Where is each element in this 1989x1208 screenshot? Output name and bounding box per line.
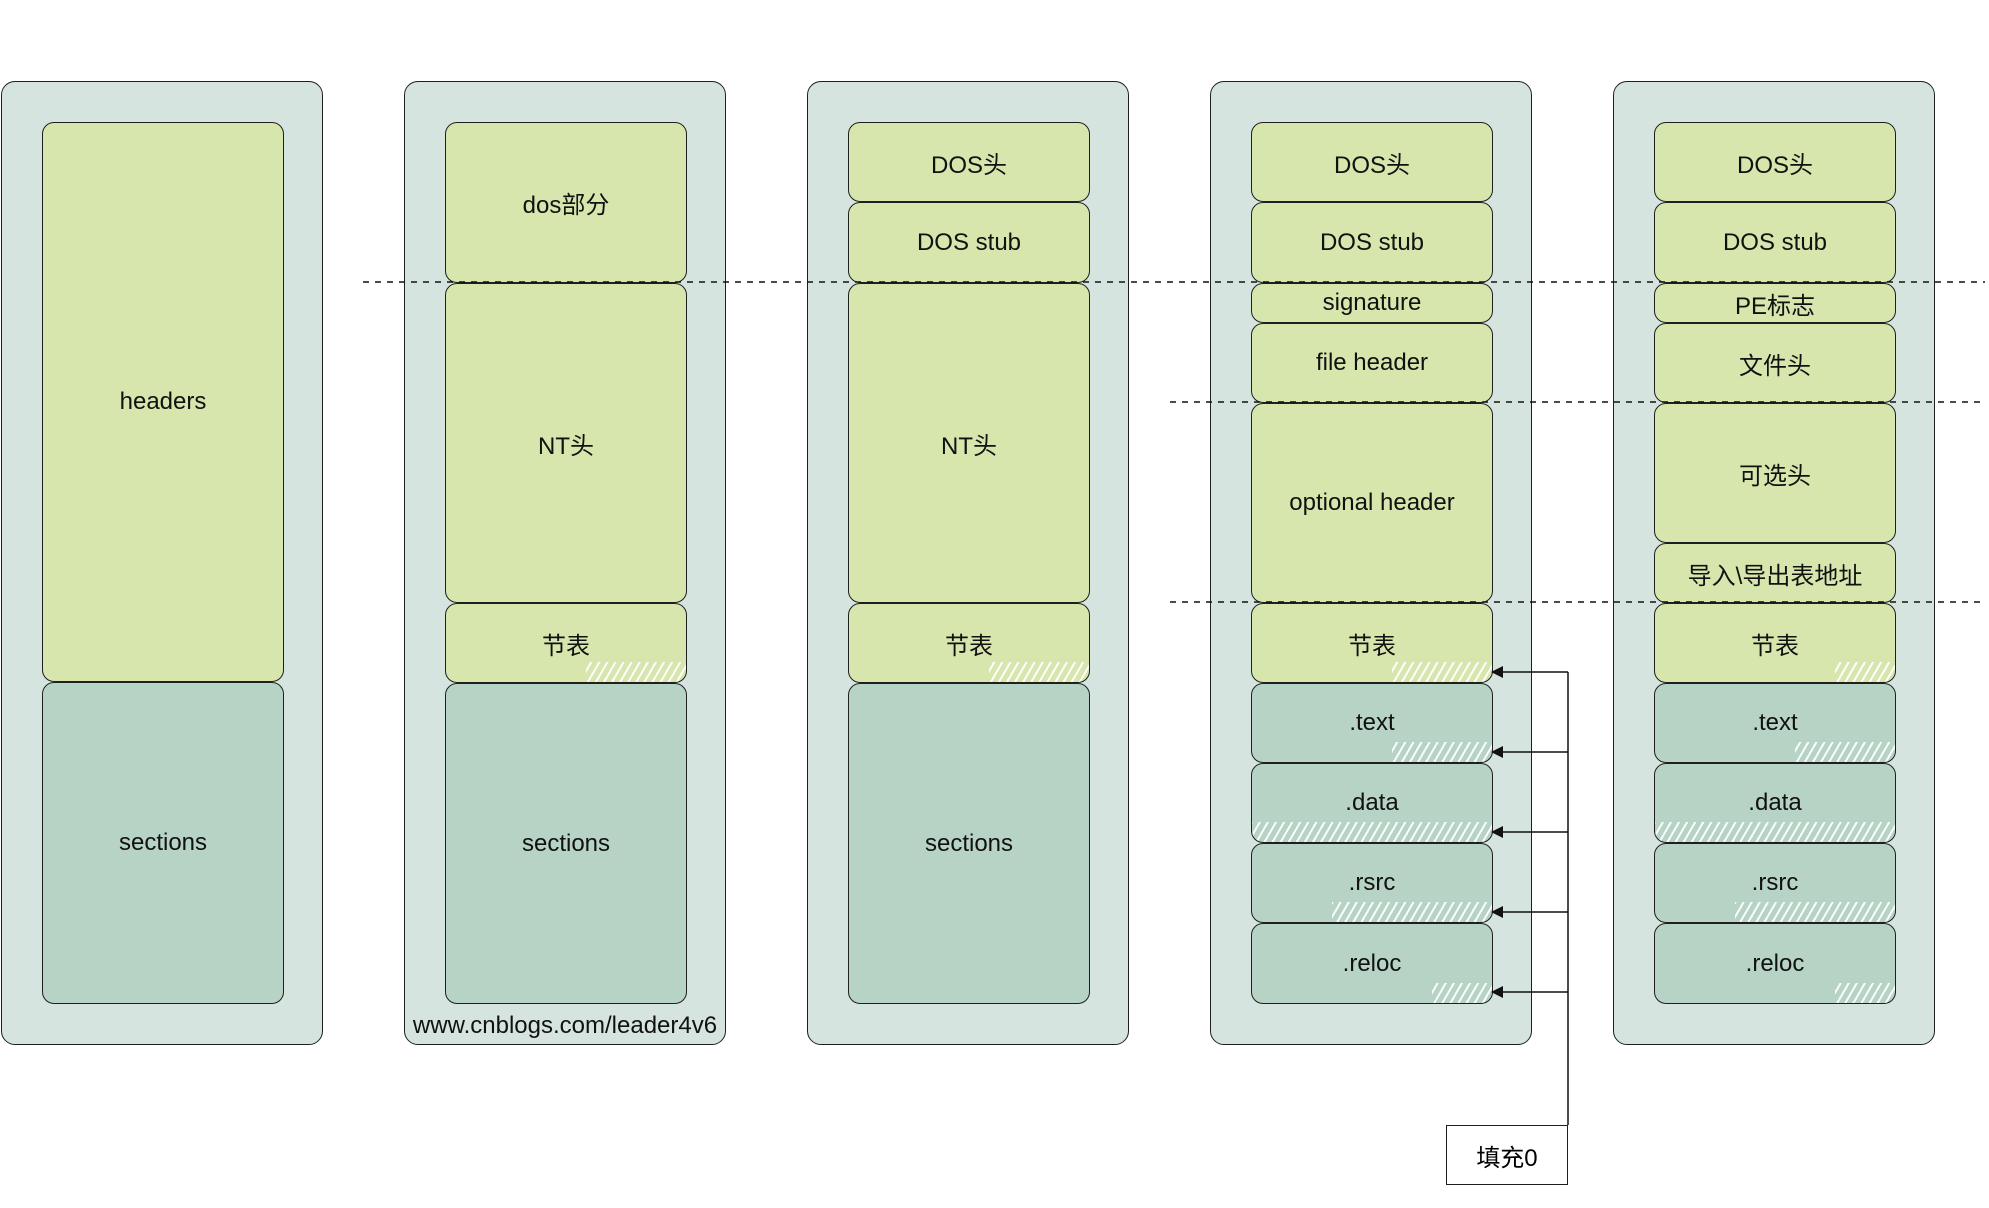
- box-text-section: .text: [1251, 683, 1493, 763]
- box-signature: signature: [1251, 283, 1493, 323]
- box-section-table: 节表: [1251, 603, 1493, 683]
- box-label: sections: [924, 829, 1014, 857]
- box-label: NT头: [941, 432, 997, 460]
- box-data-section: .data: [1251, 763, 1493, 843]
- box-dos-stub: DOS stub: [848, 202, 1090, 283]
- column-1: headers sections: [1, 81, 323, 1045]
- box-label: .reloc: [1745, 949, 1805, 977]
- box-nt-header: NT头: [848, 283, 1090, 603]
- box-rsrc-section: .rsrc: [1251, 843, 1493, 923]
- box-optional-header: optional header: [1251, 403, 1493, 603]
- box-dos-header: DOS头: [1654, 122, 1896, 202]
- box-file-header: file header: [1251, 323, 1493, 403]
- box-dos-header: DOS头: [848, 122, 1090, 202]
- box-dos-stub: DOS stub: [1654, 202, 1896, 283]
- box-optional-header: 可选头: [1654, 403, 1896, 543]
- box-sections: sections: [42, 682, 284, 1004]
- box-label: .reloc: [1342, 949, 1402, 977]
- zero-padding-label: 填充0: [1476, 1144, 1538, 1172]
- box-label: 节表: [945, 632, 993, 660]
- box-sections: sections: [445, 683, 687, 1004]
- zero-padding-label-box: 填充0: [1446, 1125, 1568, 1185]
- box-label: .text: [1349, 709, 1395, 736]
- box-reloc-section: .reloc: [1251, 923, 1493, 1004]
- box-label: 可选头: [1739, 462, 1811, 490]
- box-label: .rsrc: [1751, 869, 1799, 896]
- box-label: .data: [1345, 789, 1399, 816]
- box-label: .data: [1748, 789, 1802, 816]
- box-reloc-section: .reloc: [1654, 923, 1896, 1004]
- box-rsrc-section: .rsrc: [1654, 843, 1896, 923]
- box-label: signature: [1322, 289, 1422, 316]
- box-label: file header: [1315, 349, 1429, 376]
- box-section-table: 节表: [848, 603, 1090, 683]
- box-label: sections: [521, 829, 611, 857]
- column-3: DOS头 DOS stub NT头 节表 sections: [807, 81, 1129, 1045]
- box-label: 节表: [1751, 632, 1799, 660]
- watermark-text: www.cnblogs.com/leader4v6: [412, 1012, 718, 1039]
- box-label: DOS头: [1736, 151, 1813, 179]
- column-4: DOS头 DOS stub signature file header opti…: [1210, 81, 1532, 1045]
- box-label: DOS stub: [1319, 228, 1425, 256]
- box-label: DOS stub: [1722, 228, 1828, 256]
- box-nt-header: NT头: [445, 283, 687, 603]
- box-label: 文件头: [1739, 352, 1811, 380]
- box-label: 导入\导出表地址: [1687, 562, 1863, 590]
- box-label: DOS头: [930, 151, 1007, 179]
- box-headers: headers: [42, 122, 284, 682]
- column-2: dos部分 NT头 节表 sections: [404, 81, 726, 1045]
- box-label: optional header: [1289, 489, 1455, 516]
- box-label: dos部分: [522, 192, 610, 219]
- box-label: DOS stub: [916, 228, 1022, 256]
- box-label: DOS头: [1333, 151, 1410, 179]
- box-section-table: 节表: [1654, 603, 1896, 683]
- column-5: DOS头 DOS stub PE标志 文件头 可选头 导入\导出表地址 节表 .…: [1613, 81, 1935, 1045]
- box-pe-signature: PE标志: [1654, 283, 1896, 323]
- box-dos-part: dos部分: [445, 122, 687, 283]
- box-dos-header: DOS头: [1251, 122, 1493, 202]
- box-label: headers: [119, 388, 207, 415]
- box-label: PE标志: [1734, 292, 1815, 320]
- box-dos-stub: DOS stub: [1251, 202, 1493, 283]
- box-data-section: .data: [1654, 763, 1896, 843]
- box-text-section: .text: [1654, 683, 1896, 763]
- box-label: .rsrc: [1348, 869, 1396, 896]
- box-label: sections: [118, 829, 208, 856]
- box-import-export-address: 导入\导出表地址: [1654, 543, 1896, 603]
- box-label: .text: [1752, 709, 1798, 736]
- box-sections: sections: [848, 683, 1090, 1004]
- box-label: NT头: [538, 432, 594, 460]
- box-label: 节表: [542, 632, 590, 660]
- box-label: 节表: [1348, 632, 1396, 660]
- box-section-table: 节表: [445, 603, 687, 683]
